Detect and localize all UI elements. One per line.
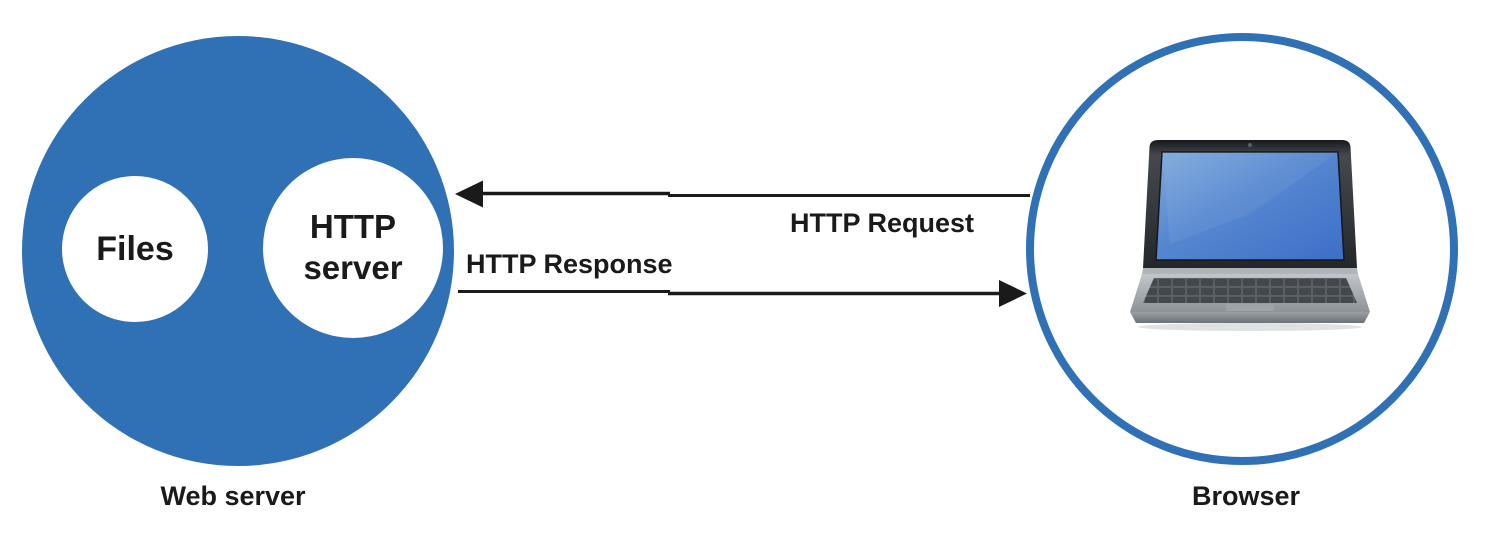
http-server-circle: HTTP server — [263, 158, 443, 338]
laptop-screen — [1155, 151, 1345, 261]
laptop-hinge — [1142, 268, 1358, 274]
laptop-webcam-icon — [1248, 143, 1252, 147]
http-request-label: HTTP Request — [790, 208, 975, 238]
files-label: Files — [96, 229, 174, 268]
http-response-label: HTTP Response — [466, 249, 673, 279]
browser-label: Browser — [1191, 481, 1301, 511]
laptop-screen-sheen — [1162, 152, 1338, 244]
laptop-keys — [1143, 278, 1357, 303]
http-request-arrow — [455, 180, 1030, 208]
web-server-label: Web server — [160, 481, 306, 511]
web-server-circle: Files HTTP server — [22, 36, 454, 466]
http-server-label: HTTP server — [303, 208, 403, 286]
http-response-arrow — [458, 280, 1027, 307]
laptop-trackpad — [1226, 304, 1274, 311]
browser-circle — [1026, 33, 1458, 465]
files-circle: Files — [62, 176, 208, 322]
laptop-icon — [1130, 140, 1370, 331]
arrowhead-left-icon — [455, 180, 483, 208]
arrowhead-right-icon — [999, 280, 1027, 307]
laptop-shadow — [1138, 323, 1362, 331]
laptop-base — [1130, 312, 1370, 323]
